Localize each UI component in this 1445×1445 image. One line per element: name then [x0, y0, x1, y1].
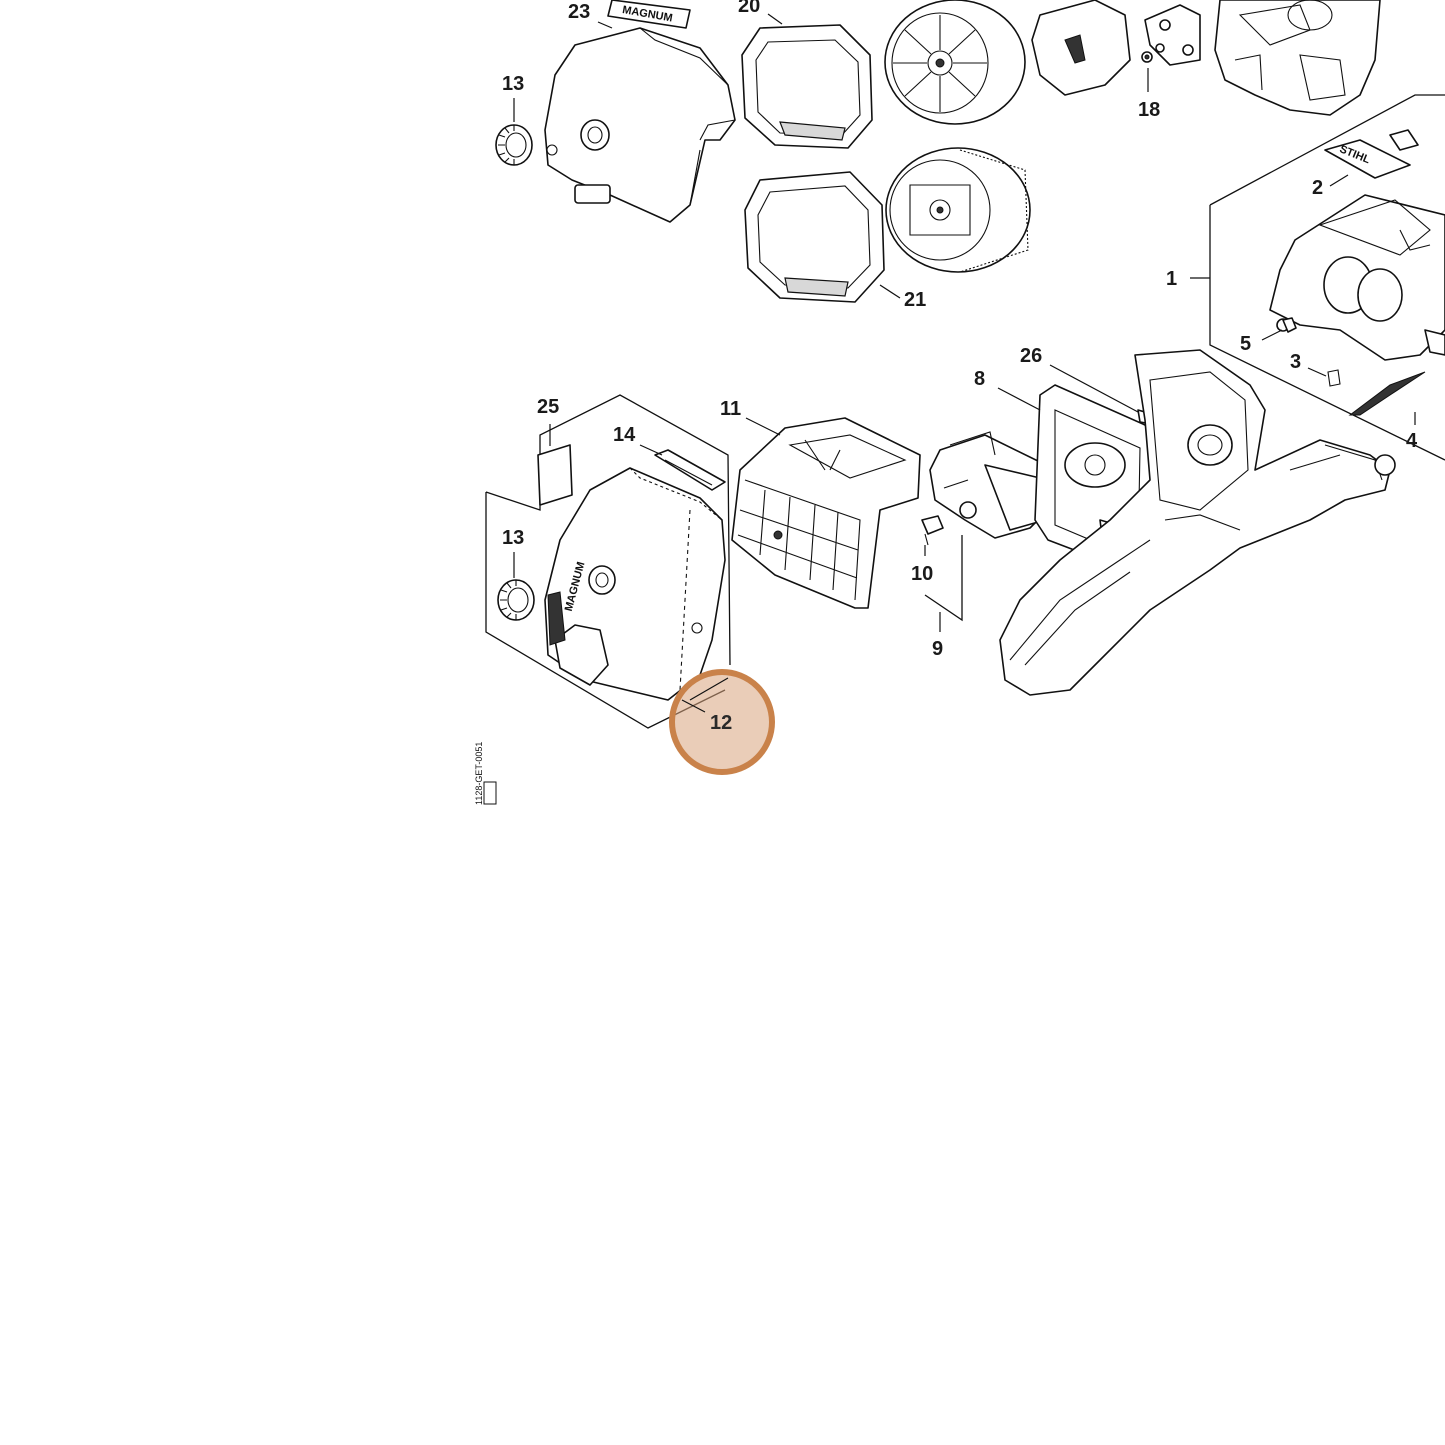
- part-13-knob-top: [495, 124, 533, 166]
- callout-10: 10: [911, 545, 933, 585]
- part-12-filter-cover: MAGNUM: [544, 467, 726, 701]
- callout-14: 14: [613, 424, 663, 456]
- callout-1-text: 1: [1166, 268, 1177, 290]
- part-25-label: [537, 444, 573, 506]
- callout-5: 5: [1240, 329, 1283, 355]
- callout-26-text: 26: [1020, 345, 1042, 367]
- callout-11-text: 11: [720, 398, 741, 420]
- callout-2-text: 2: [1312, 177, 1323, 199]
- callout-2: 2: [1312, 174, 1349, 199]
- callout-3-text: 3: [1290, 351, 1301, 373]
- highlight-circle[interactable]: [669, 669, 775, 775]
- part-3-clip: [1327, 369, 1341, 387]
- group-box-9: [924, 535, 963, 622]
- callout-10-text: 10: [911, 563, 933, 585]
- callout-18: 18: [1138, 68, 1160, 121]
- callout-14-text: 14: [613, 424, 636, 446]
- part-13-knob-bottom: [497, 579, 535, 621]
- part-housing-top-right: [1214, 0, 1381, 116]
- part-14-slide: [654, 449, 726, 491]
- callout-4-text: 4: [1406, 430, 1418, 452]
- callout-13-bottom: 13: [502, 527, 524, 578]
- callout-8-text: 8: [974, 368, 985, 390]
- part-sleeve-top: [1031, 0, 1131, 96]
- part-plate-with-nut: [1141, 4, 1201, 66]
- callout-23: 23: [568, 1, 613, 29]
- part-10-screw: [921, 515, 944, 546]
- callout-13-top: 13: [502, 73, 524, 122]
- callout-25: 25: [537, 396, 559, 446]
- part-8-filter-base: [929, 431, 1049, 539]
- callout-25-text: 25: [537, 396, 559, 418]
- group-box-1: [1209, 94, 1445, 461]
- callout-21: 21: [879, 284, 926, 311]
- part-1-shroud: [1269, 194, 1445, 361]
- callout-23-text: 23: [568, 1, 590, 23]
- callout-13-top-text: 13: [502, 73, 524, 95]
- callout-11: 11: [720, 398, 781, 436]
- part-4-plate: [1348, 371, 1426, 416]
- part-2-badge: STIHL: [1324, 129, 1419, 179]
- callout-5-text: 5: [1240, 333, 1251, 355]
- callout-9: 9: [932, 612, 943, 660]
- callout-20-text: 20: [738, 0, 760, 17]
- callout-26: 26: [1020, 345, 1139, 413]
- part-filter-oval-top: [884, 0, 1026, 125]
- highlight-callout-12[interactable]: 12: [669, 669, 775, 775]
- callout-3: 3: [1290, 351, 1327, 377]
- part-20-filter-frame: [741, 24, 873, 149]
- part-main-body: [999, 349, 1396, 696]
- callout-21-text: 21: [904, 289, 926, 311]
- drawing-code-text: 1128-GET-0051: [474, 742, 484, 805]
- part-23-filter-cover-top: MAGNUM: [544, 0, 736, 223]
- callout-20: 20: [738, 0, 783, 25]
- callout-4: 4: [1406, 412, 1418, 452]
- part-21-filter-frame-lower: [744, 171, 885, 303]
- callout-1: 1: [1166, 268, 1210, 290]
- part-21-filter-oval-lower: [885, 147, 1031, 273]
- callout-18-text: 18: [1138, 99, 1160, 121]
- callout-8: 8: [974, 368, 1041, 411]
- part-5-screw: [1282, 317, 1297, 333]
- callout-13-bottom-text: 13: [502, 527, 524, 549]
- highlight-12-text: 12: [710, 712, 732, 734]
- drawing-code: 1128-GET-0051: [474, 742, 497, 805]
- callout-9-text: 9: [932, 638, 943, 660]
- part-11-grid-filter: [731, 417, 921, 609]
